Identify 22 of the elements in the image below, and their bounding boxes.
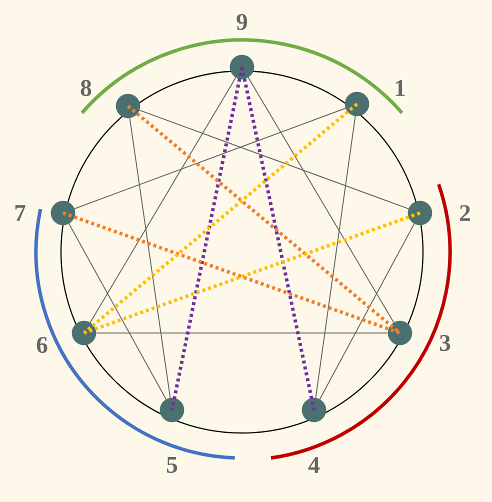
connector-line xyxy=(74,108,346,210)
connector-line xyxy=(319,223,415,400)
number-label: 8 xyxy=(80,80,92,96)
connector-line xyxy=(129,118,171,398)
number-label: 9 xyxy=(236,14,248,30)
connector-line xyxy=(240,66,316,410)
connector-line xyxy=(68,223,167,400)
connector-line xyxy=(96,332,388,334)
number-label: 5 xyxy=(166,457,178,473)
number-label: 7 xyxy=(15,205,26,221)
number-label: 2 xyxy=(460,205,470,221)
connector-line xyxy=(82,102,358,334)
connector-line xyxy=(126,104,402,334)
connector-line xyxy=(315,116,356,398)
number-label: 1 xyxy=(396,80,405,96)
connector-line xyxy=(170,66,244,410)
number-label: 3 xyxy=(440,334,450,352)
number-label: 6 xyxy=(36,336,48,354)
connector-line xyxy=(138,110,410,210)
connector-line xyxy=(248,77,394,323)
number-label: 4 xyxy=(308,457,320,473)
connector-line xyxy=(90,77,236,323)
